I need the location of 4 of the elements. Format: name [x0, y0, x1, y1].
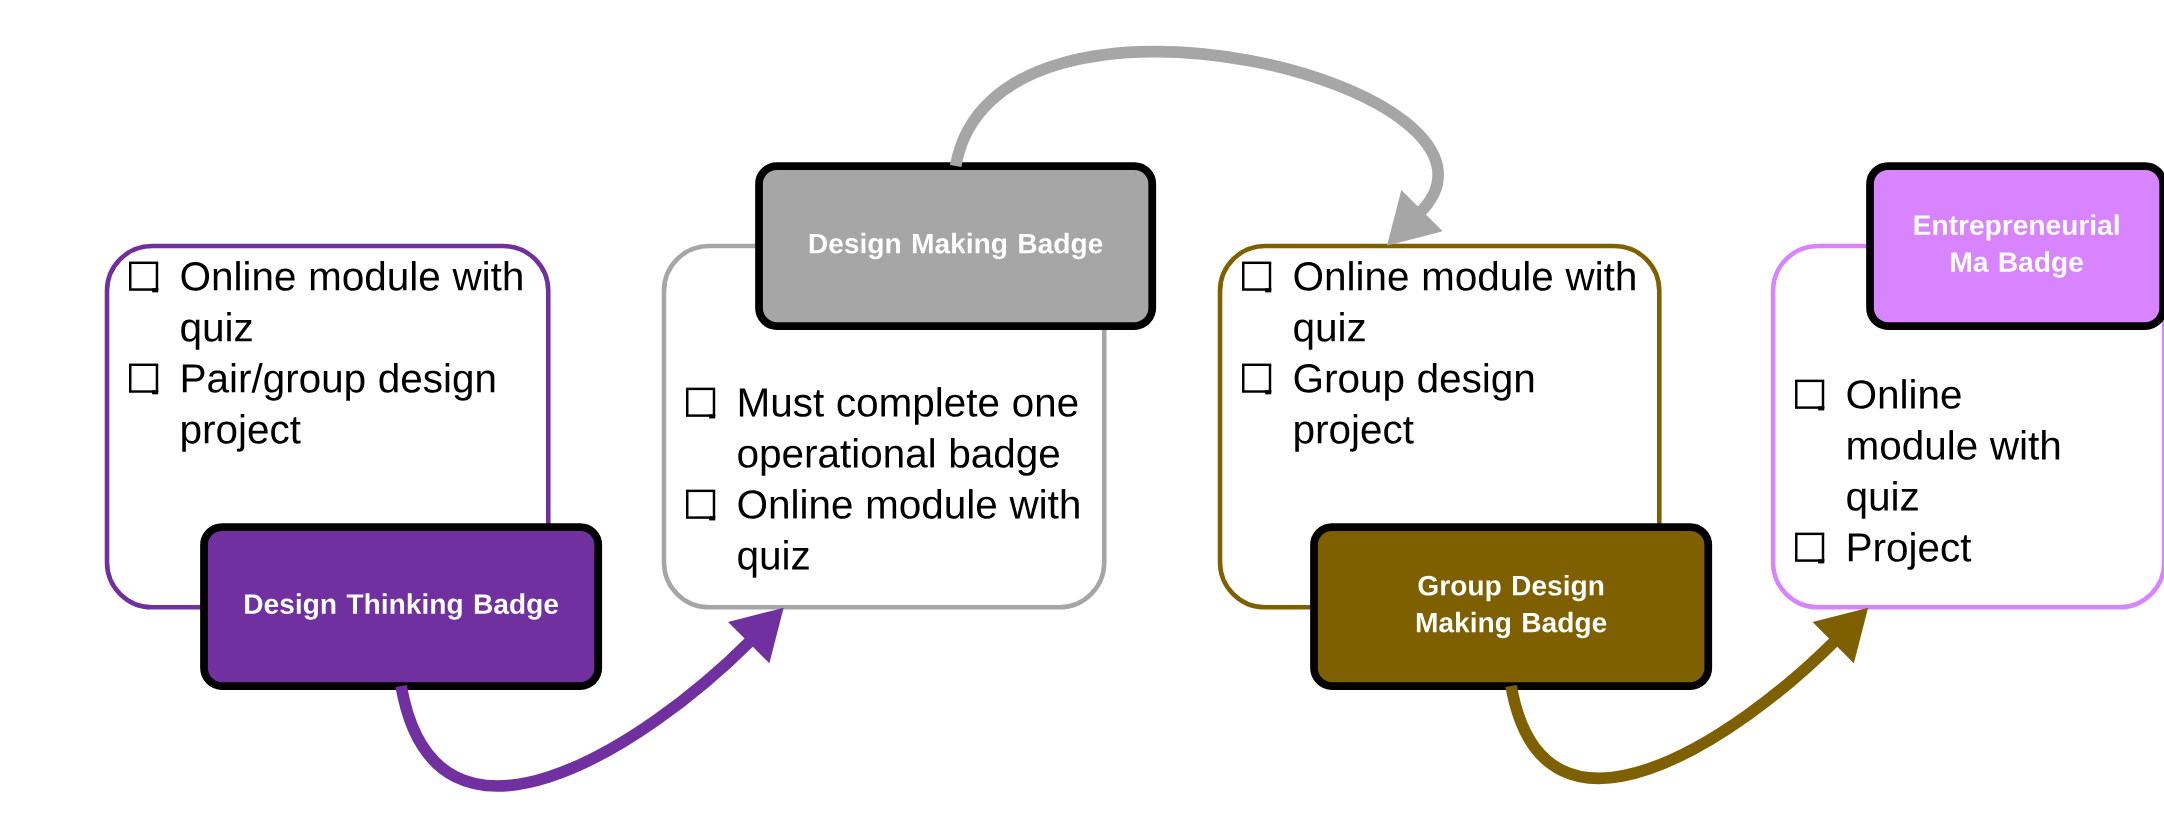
badge-box: Design Making Badge [755, 162, 1157, 330]
badge-box: Group Design Making Badge [1310, 523, 1713, 690]
badge-box: Design Thinking Badge [200, 523, 603, 690]
badge-box: Entrepreneurial Ma Badge [1866, 162, 2164, 330]
